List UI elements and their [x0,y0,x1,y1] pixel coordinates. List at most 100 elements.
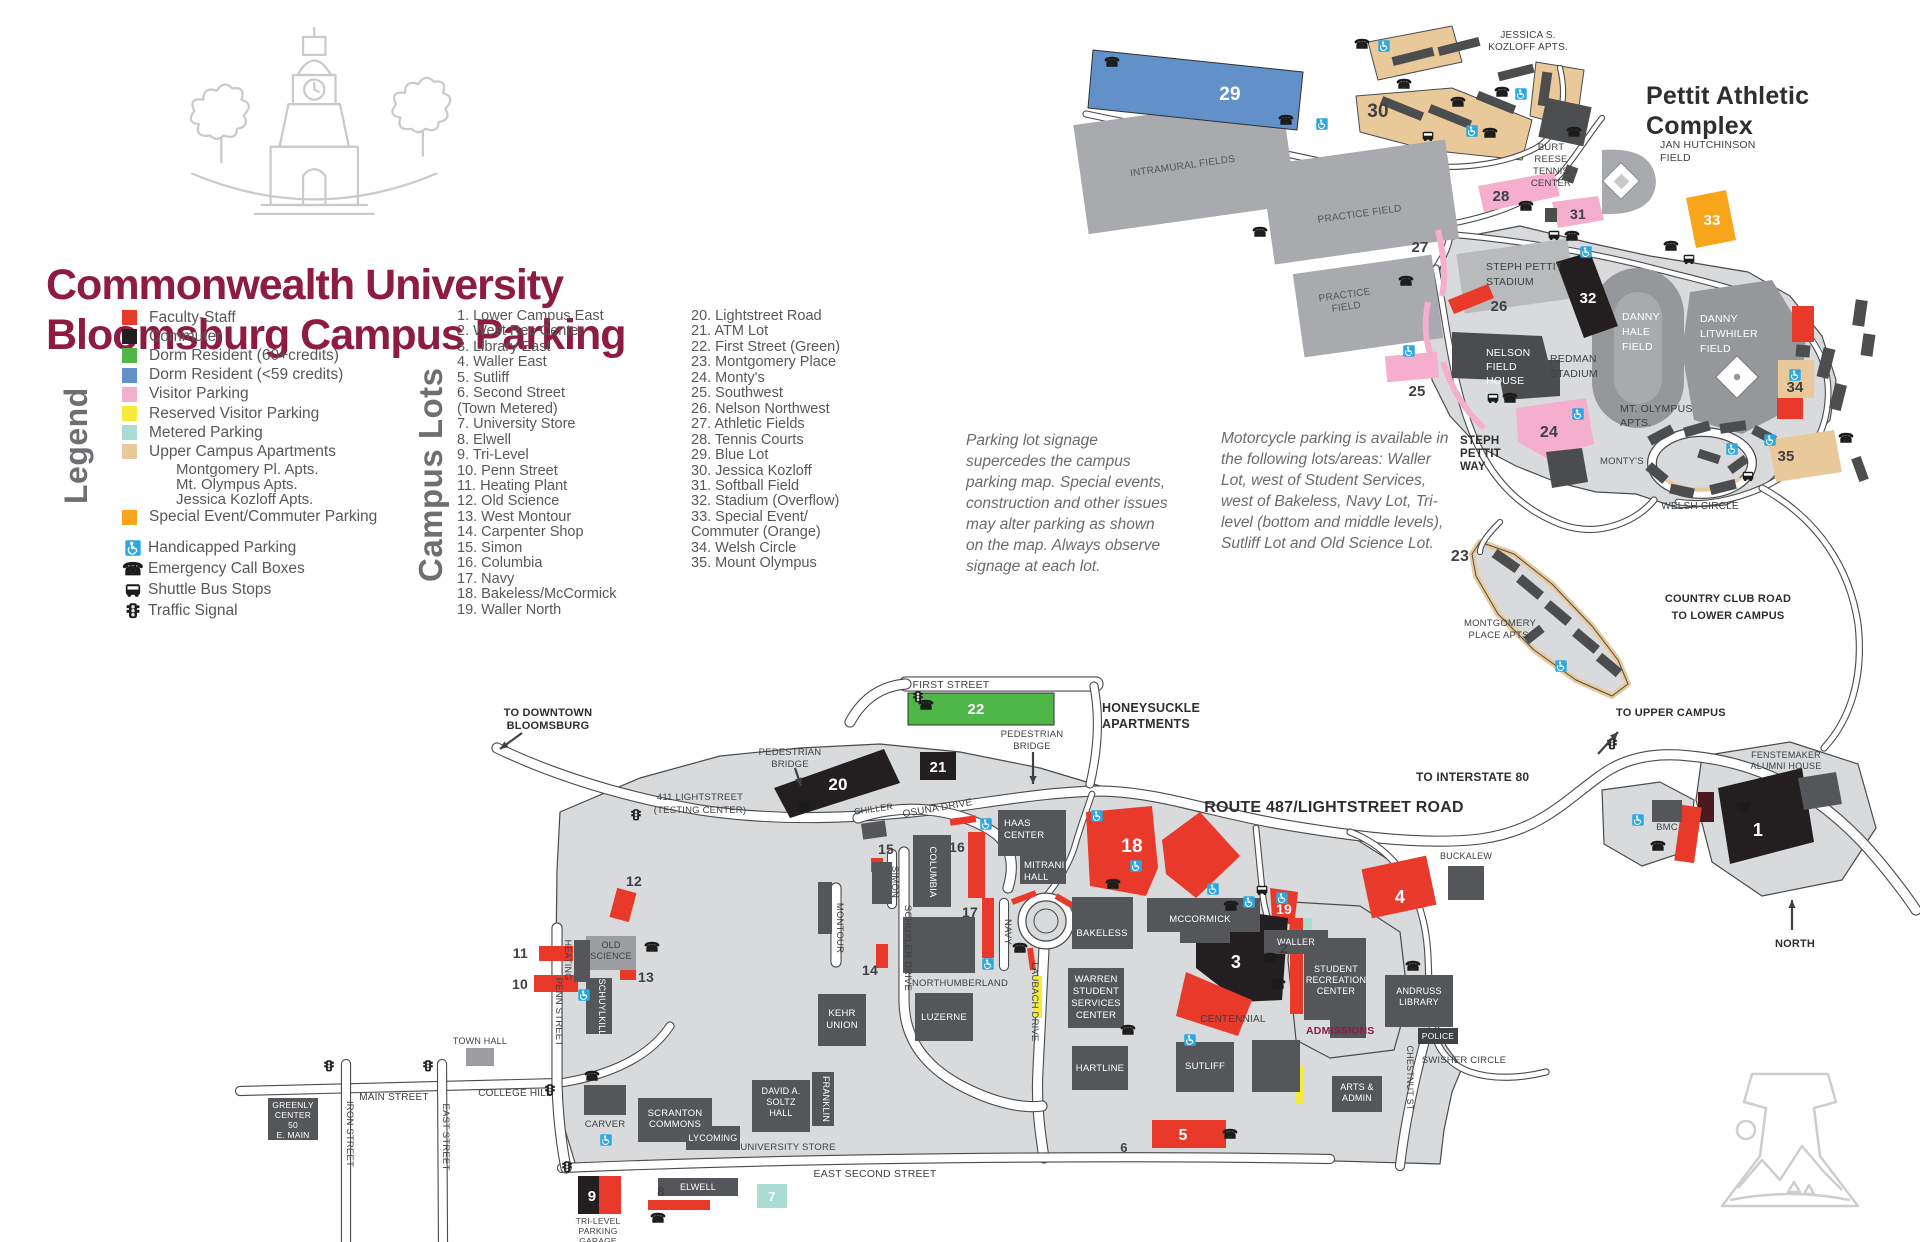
road-schuyler [899,847,1047,1112]
svg-text:☎: ☎ [1566,125,1582,140]
lot-20 [774,749,900,818]
legend-item-label: Visitor Parking [149,385,249,403]
lot-9-red [599,1176,621,1214]
svg-text:☎: ☎ [1518,199,1534,214]
road-east-second [558,1153,1334,1172]
legend-item-2: Dorm Resident (60+credits) [122,346,422,365]
signal-icon [545,1084,555,1096]
old-science-bldg [586,936,636,970]
road-penn [552,923,571,1173]
osuna-red-strip [949,815,977,826]
svg-text:☎: ☎ [1564,229,1580,244]
campus-lot-list-item: 27. Athletic Fields [691,416,805,433]
svg-text:☎: ☎ [1450,95,1466,110]
arts-admin-bldg [1332,1076,1382,1112]
legend-item-label: Upper Campus Apartments [149,442,336,460]
lot-number-32: 32 [1579,290,1596,307]
tennis-center-bldg [1538,97,1592,147]
legend-item-5: Reserved Visitor Parking [122,404,422,423]
kozloff-bldg-1 [1391,47,1435,66]
map-label: BUCKALEW [1440,851,1492,861]
campus-lot-list-item: 6. Second Street (Town Metered) [457,385,566,417]
direction-arrow [499,732,523,750]
lycoming-bldg [686,1126,740,1150]
lot-9-black [578,1176,599,1214]
road-first-link [1086,682,1101,788]
legend-swatch [122,406,137,422]
phone-icon: ☎ [1278,113,1294,128]
olympus-bldg-6 [1669,483,1695,499]
svg-text:☎: ☎ [1270,977,1286,992]
handicap-icon [1207,883,1219,895]
olympus-bldg-8 [1697,448,1721,465]
handicap-icon [982,958,994,970]
legend-swatch [122,329,137,345]
kozloff-bldg-3 [1379,96,1425,121]
lot-28 [1478,172,1560,212]
lot-number-15: 15 [878,841,894,857]
lot-number-30: 30 [1367,101,1389,122]
legend-swatch [122,310,137,326]
svg-text:☎: ☎ [1252,225,1268,240]
map-label: LAUBACH DRIVE [1029,962,1040,1041]
east-bldg-3 [1852,299,1868,327]
campus-lot-list-item: 33. Special Event/ Commuter (Orange) [691,508,821,541]
phone-icon: ☎ [1518,199,1534,214]
svg-text:☎: ☎ [1012,941,1028,956]
campus-lot-list-item: 34. Welsh Circle [691,539,797,556]
map-label: ARTS &ADMIN [1340,1082,1374,1103]
phone-icon-cell: ☎ [122,559,148,579]
svg-text:☎: ☎ [1396,77,1412,92]
road-country-club [1759,485,1862,751]
campus-lot-list-item: 35. Mount Olympus [691,555,817,572]
campus-lot-list-item: 3. Library East [457,338,551,355]
northumberland-bldg [903,917,975,973]
phone-icon: ☎ [122,559,144,579]
legend-item-3: Dorm Resident (<59 credits) [122,366,422,385]
lot-number-11: 11 [513,945,528,961]
svg-text:☎: ☎ [650,1211,666,1226]
lot-number-21: 21 [929,759,946,776]
lot-number-5: 5 [1178,1127,1187,1144]
hartline-bldg [1072,1046,1128,1090]
lot-number-3: 3 [1231,952,1241,972]
phone-legend-icon: ☎ [122,559,144,579]
legend-item-label: Reserved Visitor Parking [149,404,320,422]
buckalew-bldg [1448,866,1484,900]
bus-icon [125,583,141,597]
legend-sub-item: Montgomery Pl. Apts. [176,460,319,478]
legend-swatch [122,348,137,364]
student-rec-bldg [1304,938,1366,1038]
svg-text:☎: ☎ [1398,274,1414,289]
lot-1 [1718,768,1814,864]
svg-text:☎: ☎ [1735,800,1751,815]
phone-icon: ☎ [644,940,660,955]
campus-lot-list-item: 2. West Rec Center [457,323,584,340]
map-label: NORTHUMBERLAND [912,978,1008,989]
svg-text:☎: ☎ [1405,959,1421,974]
phone-icon: ☎ [1396,77,1412,92]
campus-lot-list-item: 24. Monty's [691,369,765,386]
lot-number-14: 14 [862,962,878,978]
centennial-bldg [1252,1040,1300,1092]
campus-lot-list-item: 1. Lower Campus East [457,308,604,324]
title-line-1: Commonwealth University [46,261,564,309]
map-label: MONTOUR [834,903,845,953]
kozloff-bldg-7 [1537,71,1553,107]
direction-arrow [1788,900,1796,930]
campus-lot-list-item: 5. Sutliff [457,369,510,386]
handicap-icon [600,1134,612,1146]
campus-lot-list-item: 7. University Store [457,416,576,433]
schuylkill-bldg [586,978,612,1034]
field-practice-1 [1260,139,1460,265]
